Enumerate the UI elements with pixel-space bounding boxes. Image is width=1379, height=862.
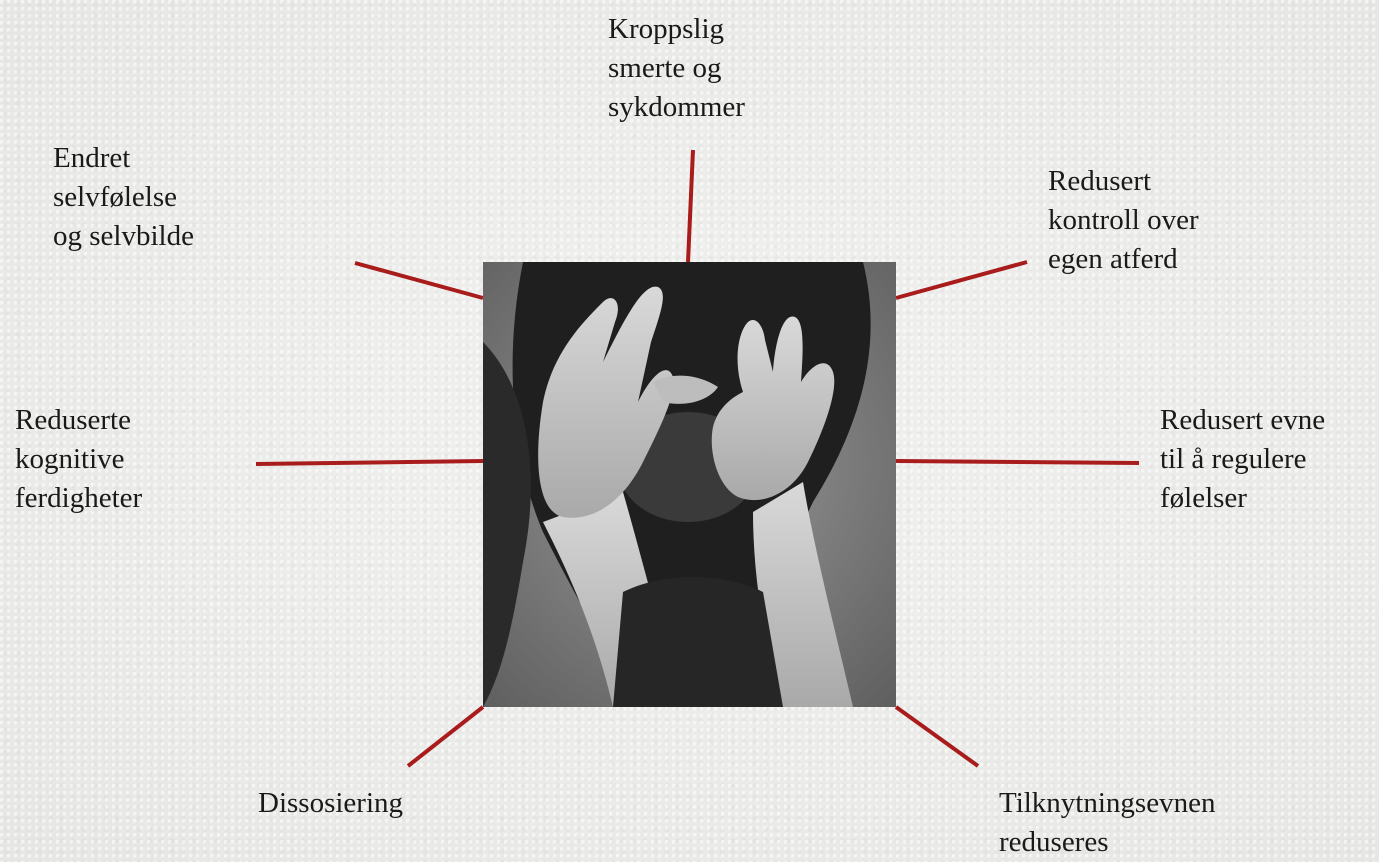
connector-top bbox=[688, 150, 693, 262]
connector-upper-left bbox=[355, 263, 483, 298]
connector-upper-right bbox=[896, 262, 1027, 298]
label-emotion-regulation: Redusert evne til å regulere følelser bbox=[1160, 401, 1325, 518]
label-attachment: Tilknytningsevnen reduseres bbox=[999, 784, 1215, 862]
label-self-image: Endret selvfølelse og selvbilde bbox=[53, 139, 194, 256]
connector-lower-left bbox=[408, 707, 483, 766]
connector-middle-right bbox=[896, 461, 1139, 463]
label-behavior-control: Redusert kontroll over egen atferd bbox=[1048, 162, 1199, 279]
label-dissociation: Dissosiering bbox=[258, 784, 403, 823]
connector-lower-right bbox=[896, 707, 978, 766]
label-body-pain: Kroppslig smerte og sykdommer bbox=[608, 10, 745, 127]
photo-illustration-icon bbox=[483, 262, 896, 707]
distressed-person-photo bbox=[483, 262, 896, 707]
label-cognitive-skills: Reduserte kognitive ferdigheter bbox=[15, 401, 142, 518]
connector-middle-left bbox=[256, 461, 483, 464]
